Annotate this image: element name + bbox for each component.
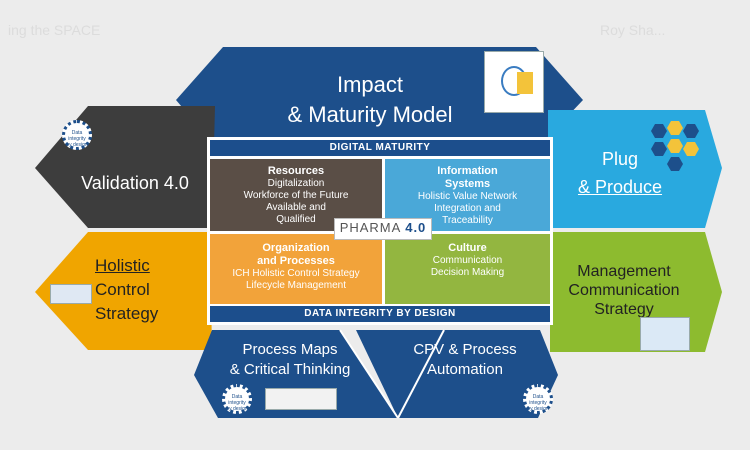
thumbnail-bar [517,72,533,94]
hexagon-cluster-icon [651,121,699,171]
hex-lower-right-line2: Communication [568,282,680,299]
quadrant-info-title-2: Systems [444,178,491,190]
cluster-hex [667,157,683,171]
digital-maturity-bar: DIGITAL MATURITY [210,140,550,156]
hex-upper-right-line2: & Produce [577,177,663,197]
quadrant-resources-item: Workforce of the Future [243,190,349,201]
hex-upper-left-shape [35,106,215,228]
quadrant-culture: Culture Communication Decision Making [385,234,550,304]
quadrant-info-title-1: Information [437,165,498,177]
process-maps-thumbnail [265,388,337,410]
data-integrity-badge: Data integrity by design [523,384,553,414]
hex-top-shape [176,47,583,140]
quadrant-org-title-2: and Processes [257,255,335,267]
data-integrity-badge: Data integrity by design [62,120,92,150]
badge-text-1: Data integrity [529,394,547,406]
pharma-logo-text: PHARMA [339,220,401,235]
hex-bottom-left-line2: & Critical Thinking [229,361,351,378]
badge-text-1: Data integrity [228,394,246,406]
cluster-hex [683,124,699,138]
hex-bottom-right-line2: Automation [427,361,503,378]
hex-bottom-left-title: Process Maps & Critical Thinking [220,340,360,380]
quadrant-info-item: Integration and [434,203,501,214]
pharma-logo-version: 4.0 [405,220,427,235]
hex-upper-right-line1: Plug [601,149,639,169]
quadrant-org-item: Lifecycle Management [245,280,347,291]
quadrant-organization: Organization and Processes ICH Holistic … [210,234,382,304]
quadrant-resources: Resources Digitalization Workforce of th… [210,159,382,231]
hex-lower-right-title: Management Communication Strategy [562,262,686,319]
quadrant-resources-item: Qualified [276,214,316,225]
badge-text-2: by design [66,142,88,148]
communication-thumbnail [640,317,690,351]
hex-top-line2: & Maturity Model [287,102,453,127]
hex-lower-left-line2: Control [95,280,150,299]
hex-lower-left-line3: Strategy [95,304,159,323]
cluster-hex [683,142,699,156]
cluster-hex [651,124,667,138]
data-integrity-badge: Data integrity by design [222,384,252,414]
hex-upper-left-label: Validation 4.0 [81,173,189,193]
bottom-divider-line [339,329,399,419]
quadrant-info-item: Holistic Value Network [417,191,518,202]
hex-lower-left-shape [35,232,212,350]
pharma-logo: PHARMA 4.0 [334,218,432,240]
hex-upper-right-title: Plug & Produce [565,145,675,201]
quadrant-culture-item: Decision Making [430,267,505,278]
data-integrity-bar: DATA INTEGRITY BY DESIGN [210,306,550,322]
badge-text-2: by design [527,406,549,412]
hex-bottom-right-shape [356,330,558,418]
quadrant-culture-item: Communication [432,255,503,266]
quadrant-info-item: Traceability [442,215,493,226]
quadrant-resources-title: Resources [267,165,325,177]
bottom-divider-line-2 [397,329,445,419]
quadrant-org-item: ICH Holistic Control Strategy [232,268,360,279]
quadrant-resources-item: Available and [266,202,326,213]
hex-bottom-left-line1: Process Maps [242,341,338,358]
badge-text-2: by design [226,406,248,412]
badge-text-1: Data integrity [68,130,86,142]
hex-top-title: Impact & Maturity Model [250,70,490,130]
cluster-hex [667,139,683,153]
hex-lower-left-line1: Holistic [95,256,150,275]
quadrant-resources-item: Digitalization [267,178,325,189]
quadrant-org-title-1: Organization [262,242,330,254]
hex-lower-right-line1: Management [577,263,671,280]
background-hint-left: ing the SPACE [8,22,101,38]
background-hint-right: Roy Sha... [600,22,666,38]
hex-bottom-right-title: CPV & Process Automation [410,340,520,380]
maturity-model-thumbnail [484,51,544,113]
control-strategy-thumbnail [50,284,92,304]
hex-bottom-right-line1: CPV & Process [413,341,517,358]
hex-top-line1: Impact [336,72,404,97]
cluster-hex [667,121,683,135]
hex-lower-right-line3: Strategy [594,301,654,318]
quadrant-culture-title: Culture [448,242,487,254]
cluster-hex [651,142,667,156]
hex-lower-left-title: Holistic Control Strategy [95,254,187,326]
